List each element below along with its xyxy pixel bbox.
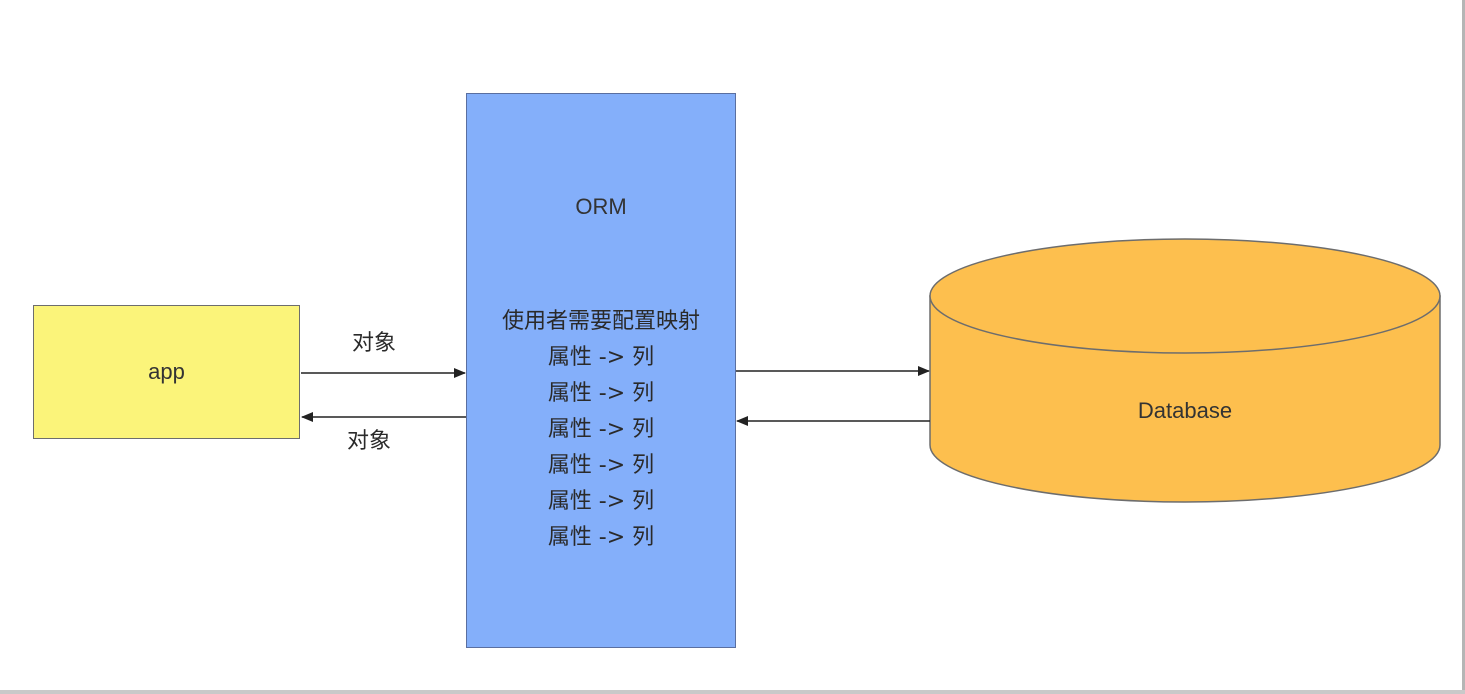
app-label: app <box>148 359 185 384</box>
orm-title: ORM <box>575 194 627 219</box>
database-cylinder <box>929 238 1441 503</box>
app-to-orm-label: 对象 <box>352 331 397 356</box>
bottom-edge-divider <box>0 690 1465 694</box>
orm-mapping-row: 属性 -> 列 <box>547 381 655 406</box>
orm-mapping-row: 属性 -> 列 <box>547 453 655 478</box>
orm-mapping-row: 属性 -> 列 <box>547 489 655 514</box>
orm-mapping-list: 使用者需要配置映射 属性 -> 列 属性 -> 列 属性 -> 列 属性 -> … <box>467 304 735 556</box>
database-label: Database <box>1137 398 1233 423</box>
orm-box: ORM 使用者需要配置映射 属性 -> 列 属性 -> 列 属性 -> 列 属性… <box>466 93 736 648</box>
orm-mapping-row: 属性 -> 列 <box>547 345 655 370</box>
database-top <box>929 238 1441 354</box>
orm-mapping-note: 使用者需要配置映射 <box>501 309 700 334</box>
orm-mapping-row: 属性 -> 列 <box>547 525 655 550</box>
right-edge-divider <box>1462 0 1465 694</box>
app-box: app <box>33 305 300 439</box>
orm-to-app-label: 对象 <box>347 429 392 454</box>
orm-mapping-row: 属性 -> 列 <box>547 417 655 442</box>
